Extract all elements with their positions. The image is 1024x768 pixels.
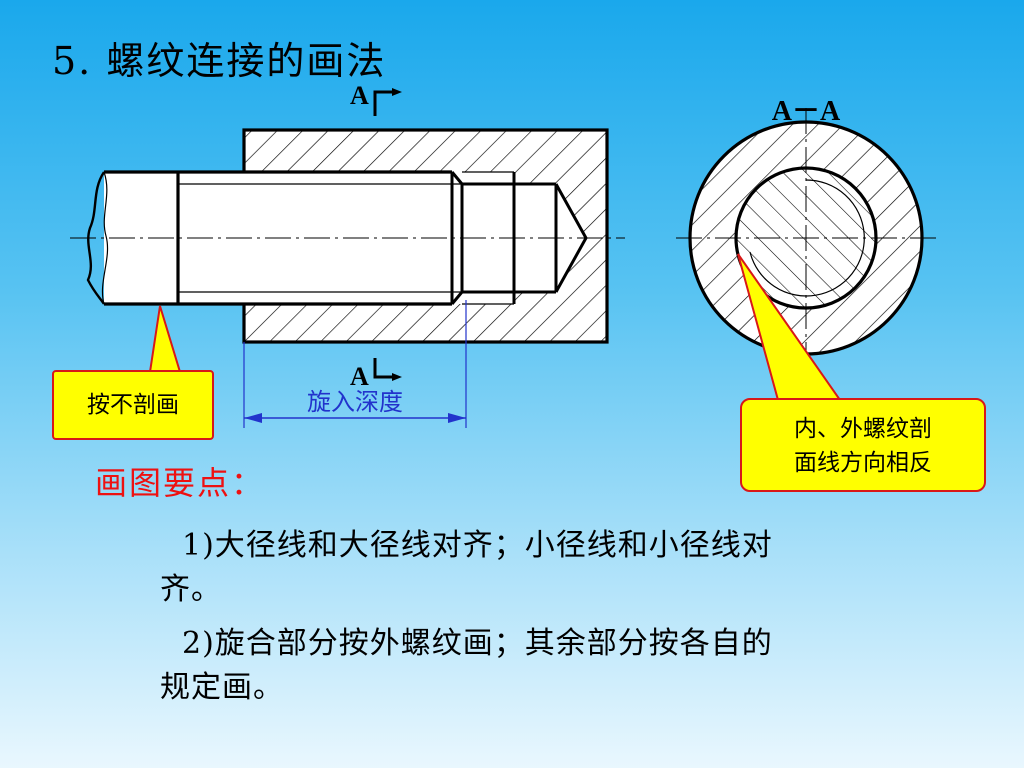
not-sectioned-callout: 按不剖画 [52, 370, 214, 440]
key-point-2: 2)旋合部分按外螺纹画；其余部分按各自的规定画。 [160, 626, 773, 705]
section-mark-bottom: A [350, 358, 402, 391]
hatch-direction-line-2: 面线方向相反 [794, 450, 932, 476]
key-point-1: 1)大径线和大径线对齐；小径线和小径线对齐。 [160, 528, 773, 607]
hatch-direction-callout: 内、外螺纹剖 面线方向相反 [740, 398, 986, 492]
section-view: A－A [676, 96, 936, 368]
page-title: 5. 螺纹连接的画法 [52, 39, 387, 83]
dimension-label: 旋入深度 [307, 388, 403, 416]
section-mark-bottom-label: A [350, 362, 369, 391]
hatch-direction-line-1: 内、外螺纹剖 [794, 416, 932, 442]
section-mark-top-label: A [350, 81, 369, 110]
key-points-heading: 画图要点： [95, 464, 266, 502]
screw-in-depth-dimension: 旋入深度 [243, 300, 467, 428]
section-mark-top: A [350, 81, 402, 116]
left-callout-pointer [148, 305, 182, 373]
